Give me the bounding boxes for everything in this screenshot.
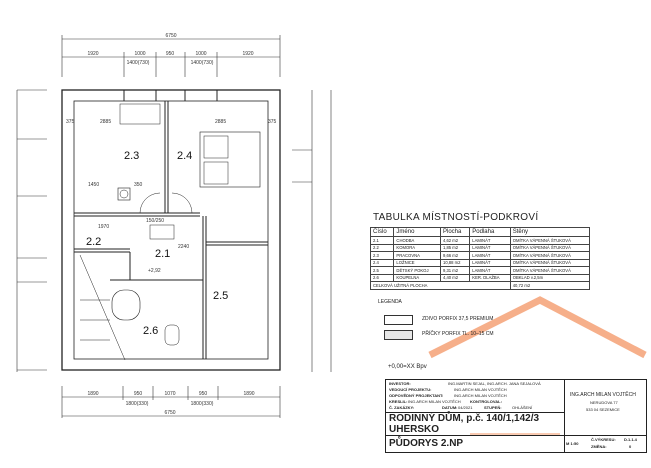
legend-swatch-wall — [384, 315, 413, 325]
dim-inner: 1450 — [88, 182, 99, 188]
dim-overall-bottom: 6750 — [164, 410, 175, 416]
dim-inner: 2885 — [100, 119, 111, 125]
dim-bottom: 1890 — [243, 391, 254, 397]
investor: ING.MARTIN SEJAL, ING.ARCH. JANA SEJALOV… — [448, 381, 541, 386]
table-header: Číslo Jméno Plocha Podlaha Stěny — [369, 227, 591, 237]
window-note: 1800(330) — [126, 401, 149, 407]
column-header: Jméno — [393, 227, 441, 237]
room-label: 2.3 — [124, 150, 139, 162]
drawing-title: PŮDORYS 2.NP — [389, 438, 464, 449]
room-label: 2.5 — [213, 290, 228, 302]
dim-overall-top: 6750 — [165, 33, 176, 39]
dim-bottom: 950 — [199, 391, 208, 397]
dim-inner: 375 — [66, 119, 75, 125]
room-label: 2.6 — [143, 325, 158, 337]
dim-inner: 2240 — [178, 244, 189, 250]
legend-swatch-partition — [384, 330, 413, 340]
window-note: 1400(730) — [191, 60, 214, 66]
room-label: 2.2 — [86, 236, 101, 248]
column-header: Stěny — [509, 227, 591, 237]
firm-name: ING.ARCH MILAN VOJTĚCH — [570, 392, 636, 398]
room-label: 2.4 — [177, 150, 192, 162]
legend-title: LEGENDA — [378, 299, 402, 305]
dim-top: 1000 — [134, 51, 145, 57]
project-location: UHERSKO — [389, 424, 440, 435]
column-header: Podlaha — [469, 227, 511, 237]
dim-inner: 150/250 — [146, 218, 164, 224]
dim-inner: 2885 — [215, 119, 226, 125]
level-mark: +2,92 — [148, 268, 161, 274]
legend-item: ZDIVO PORFIX 37,5 PREMIUM — [422, 316, 494, 322]
project-name: RODINNÝ DŮM, p.č. 140/1,142/3 — [389, 413, 540, 424]
dimension-lines — [16, 35, 332, 418]
window-note: 1800(330) — [191, 401, 214, 407]
watermark-logo — [428, 296, 647, 436]
dim-inner: 350 — [134, 182, 143, 188]
level-reference: +0,00=XX Bpv — [388, 364, 427, 370]
scale: M 1:50 — [566, 441, 579, 446]
column-header: Plocha — [439, 227, 471, 237]
dim-top: 1920 — [87, 51, 98, 57]
dim-inner: 375 — [268, 119, 277, 125]
title-block: INVESTOR: ING.MARTIN SEJAL, ING.ARCH. JA… — [385, 379, 647, 453]
dim-top: 1000 — [195, 51, 206, 57]
dim-top: 950 — [166, 51, 175, 57]
legend-item: PŘÍČKY PORFIX TL. 10–15 CM — [422, 331, 494, 337]
room-label: 2.1 — [155, 248, 170, 260]
dim-bottom: 1070 — [164, 391, 175, 397]
window-note: 1400(730) — [127, 60, 150, 66]
sheet-number: D.1.1.4 — [624, 437, 637, 442]
dim-top: 1920 — [242, 51, 253, 57]
dim-bottom: 950 — [134, 391, 143, 397]
column-header: Číslo — [369, 227, 395, 237]
room-table-title: TABULKA MÍSTNOSTÍ-PODKROVÍ — [373, 212, 539, 223]
dim-inner: 1970 — [98, 224, 109, 230]
walls — [61, 89, 281, 371]
dim-bottom: 1890 — [87, 391, 98, 397]
